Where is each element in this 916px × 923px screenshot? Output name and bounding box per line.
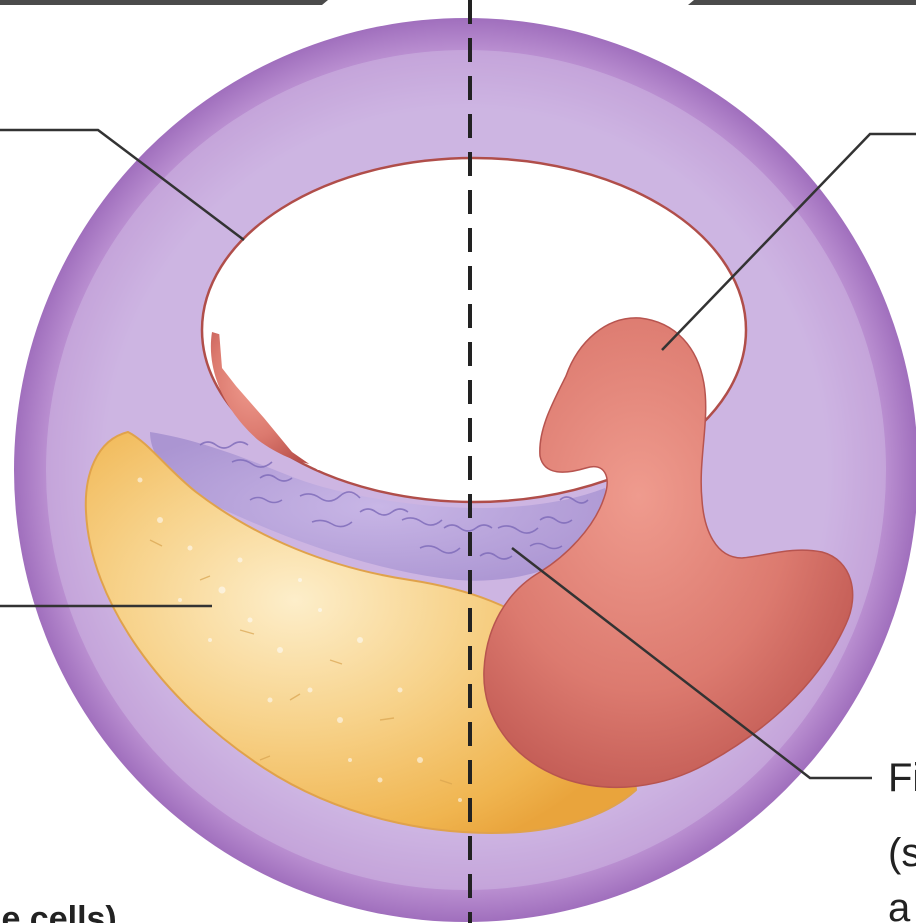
top-left-box-edge	[0, 0, 328, 5]
label-fibrous-line1: Fi	[888, 758, 916, 798]
label-cells-partial: le cells)	[0, 902, 117, 923]
label-fibrous-line3: a	[888, 888, 910, 923]
top-right-box-edge	[688, 0, 916, 5]
label-fibrous-line2: (s	[888, 833, 916, 873]
